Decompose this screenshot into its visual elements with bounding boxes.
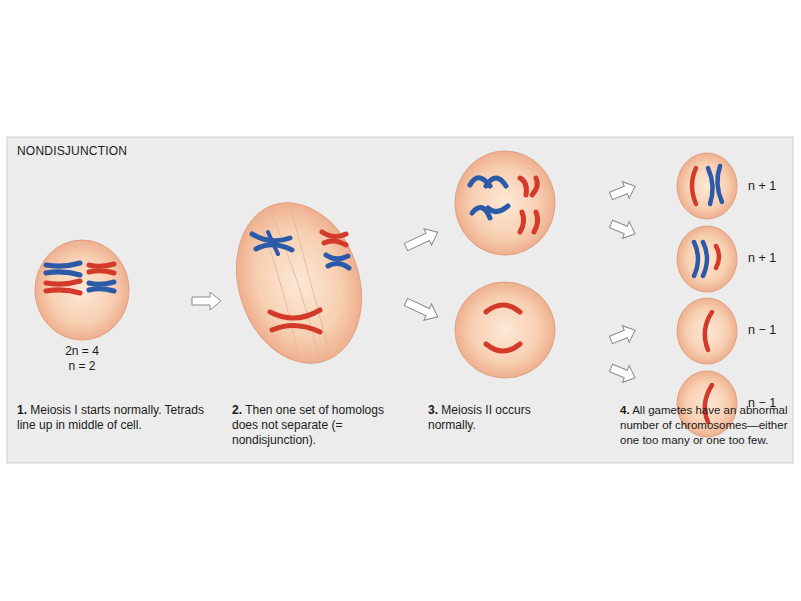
step-description: Then one set of homologs does not separa…: [232, 403, 384, 447]
cell: [217, 186, 382, 379]
tetrads: [46, 263, 114, 293]
spacer: [630, 404, 633, 416]
step-number: 1.: [17, 403, 27, 417]
ploidy-label: 2n = 4: [65, 344, 99, 359]
gamete-count: n + 1: [748, 179, 776, 194]
step-number: 3.: [428, 403, 438, 417]
gamete-count: n + 1: [748, 251, 776, 266]
process-arrow: [192, 178, 638, 386]
panel: [7, 137, 793, 463]
step-description: All gametes have an abnormal number of c…: [620, 404, 788, 446]
spacer: [27, 403, 30, 417]
diagram-title: NONDISJUNCTION: [17, 144, 127, 159]
step-description: Meiosis II occurs normally.: [428, 403, 531, 432]
step-text: 1. Meiosis I starts normally. Tetrads li…: [17, 403, 212, 433]
gamete: [677, 298, 737, 364]
spacer: [242, 403, 245, 417]
gamete: [677, 153, 737, 219]
step-number: 2.: [232, 403, 242, 417]
spacer: [438, 403, 441, 417]
step-number: 4.: [620, 404, 630, 416]
step-text: 2. Then one set of homologs does not sep…: [232, 403, 410, 448]
cell: [455, 151, 555, 255]
chromosomes: [692, 166, 722, 422]
spindle: [260, 205, 330, 362]
chromosomes: [252, 232, 349, 332]
step-description: Meiosis I starts normally. Tetrads line …: [17, 403, 204, 432]
gamete-count: n − 1: [748, 323, 776, 338]
chromosomes: [470, 178, 538, 351]
cell: [35, 240, 129, 340]
ploidy-label: n = 2: [68, 359, 95, 374]
gamete-count: n − 1: [748, 396, 776, 411]
step-text: 3. Meiosis II occurs normally.: [428, 403, 548, 433]
gamete: [677, 226, 737, 292]
cell: [455, 282, 555, 378]
